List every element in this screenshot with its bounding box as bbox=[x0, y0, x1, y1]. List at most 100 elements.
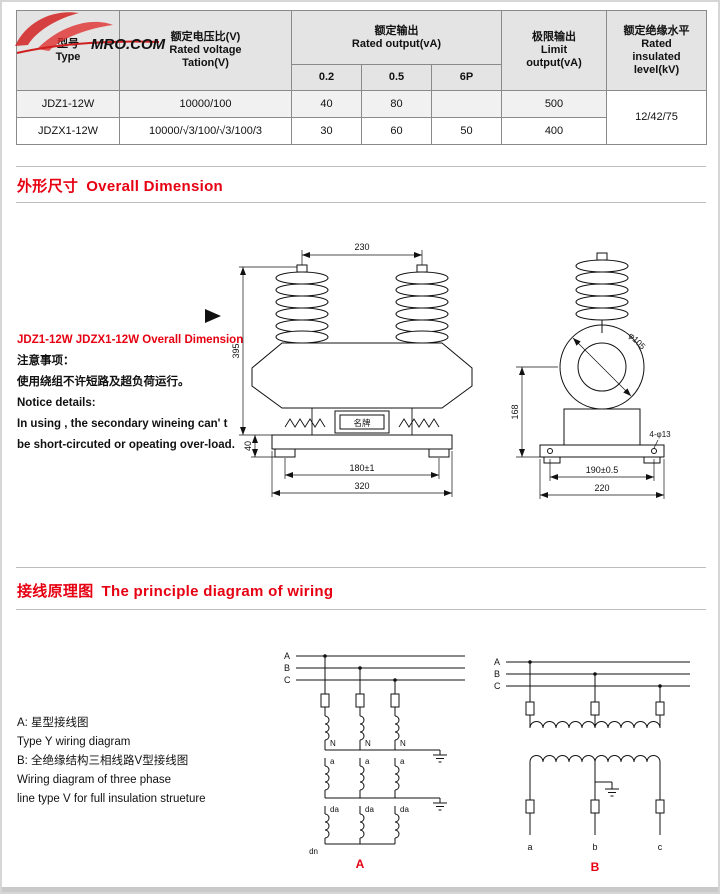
divider-line bbox=[16, 166, 706, 167]
diagram-b-caption: B bbox=[591, 860, 600, 874]
th-voltage-cn: 额定电压比(V) bbox=[170, 31, 241, 43]
side-view-drawing: φ105 4-φ13 168 190±0.5 bbox=[510, 252, 671, 499]
logo-brush-stroke-1 bbox=[15, 12, 79, 46]
front-dim-180: 180±1 bbox=[350, 463, 375, 473]
front-nameplate bbox=[334, 410, 390, 434]
cell-out05-0: 80 bbox=[361, 90, 432, 118]
dimension-note-cn-title: 注意事项： bbox=[17, 355, 75, 367]
table-row-jdz1: JDZ1-12W 10000/100 40 80 500 12/42/75 bbox=[16, 90, 707, 145]
diagram-b-terminal-a: a bbox=[527, 842, 532, 852]
cell-out6p-0 bbox=[431, 90, 502, 118]
header-row-1: 型号 Type 额定电压比(V) Rated voltage Tation(V)… bbox=[16, 10, 707, 91]
side-dim-diameter: φ105 bbox=[627, 330, 648, 351]
front-base bbox=[271, 434, 453, 458]
brand-logo-text: MRO.COM bbox=[91, 36, 166, 53]
diagram-a-circuit bbox=[296, 655, 465, 845]
th-output-en: Rated output(vA) bbox=[351, 37, 442, 50]
diagram-a-da3: da bbox=[400, 805, 409, 814]
th-voltage-en1: Rated voltage bbox=[169, 44, 242, 56]
side-dim-168: 168 bbox=[510, 404, 520, 419]
side-holes-leader bbox=[653, 439, 659, 449]
diagram-a-da2: da bbox=[365, 805, 374, 814]
page-bottom-edge bbox=[2, 887, 718, 892]
side-dim-190: 190±0.5 bbox=[586, 465, 618, 475]
th-class-6p: 6P bbox=[431, 64, 502, 91]
diagram-a-phase-c: C bbox=[284, 675, 291, 685]
side-dim-width-lines bbox=[539, 459, 665, 499]
diagram-b-phase-b: B bbox=[494, 669, 500, 679]
diagram-a-a1: a bbox=[330, 757, 335, 766]
front-bushing-right-icon bbox=[395, 264, 449, 344]
wiring-note-line5: line type V for full insulation struetur… bbox=[17, 793, 206, 805]
diagram-b-terminal-c: c bbox=[658, 842, 663, 852]
section-title-dimension-en: Overall Dimension bbox=[86, 178, 224, 195]
cell-insulation-level: 12/42/75 bbox=[606, 90, 707, 145]
section-title-dimension: 外形尺寸 Overall Dimension bbox=[17, 175, 223, 196]
front-dim-base-lines bbox=[251, 435, 275, 458]
side-dim-220: 220 bbox=[594, 483, 609, 493]
th-type-en: Type bbox=[55, 50, 81, 63]
wiring-note-line3: B: 全绝缘结构三相线路V型接线图 bbox=[17, 755, 189, 767]
front-dim-40: 40 bbox=[243, 441, 253, 451]
table-row-jdzx1: JDZX1-12W 10000/√3/100/√3/100/3 30 60 50… bbox=[16, 117, 707, 145]
side-dim-holes: 4-φ13 bbox=[649, 430, 671, 439]
wiring-note-line4: Wiring diagram of three phase bbox=[17, 774, 172, 786]
dimension-note-en-title: Notice details: bbox=[17, 397, 96, 409]
front-dim-230: 230 bbox=[354, 242, 369, 252]
diagram-a-phase-b: B bbox=[284, 663, 290, 673]
th-voltage: 额定电压比(V) Rated voltage Tation(V) bbox=[119, 10, 292, 91]
front-dim-320: 320 bbox=[354, 481, 369, 491]
th-limit-en1: Limit bbox=[540, 44, 568, 56]
diagram-a-da1: da bbox=[330, 805, 339, 814]
dimension-note-en-line1: In using , the secondary wineing can' t bbox=[17, 418, 228, 430]
side-bushing-icon bbox=[575, 252, 629, 333]
front-bushing-left-icon bbox=[275, 264, 329, 344]
th-output-cn: 额定输出 bbox=[374, 24, 419, 37]
side-dim-height-lines bbox=[516, 366, 558, 458]
divider-line bbox=[16, 567, 706, 568]
logo-underline bbox=[16, 40, 160, 54]
side-dim-bolt-lines bbox=[549, 459, 655, 481]
th-insulation-en1: Rated bbox=[641, 37, 672, 50]
section-title-dimension-cn: 外形尺寸 bbox=[17, 178, 79, 195]
front-corrugation bbox=[284, 408, 440, 435]
section-title-wiring-en: The principle diagram of wiring bbox=[101, 583, 334, 600]
diagram-a-dn: dn bbox=[309, 847, 318, 856]
front-dim-width-lines bbox=[271, 451, 453, 497]
cell-out05-1: 60 bbox=[361, 117, 432, 145]
wiring-note-line1: A: 星型接线图 bbox=[17, 717, 89, 729]
spec-table: 型号 Type 额定电压比(V) Rated voltage Tation(V)… bbox=[16, 10, 707, 145]
dimension-note: JDZ1-12W JDZX1-12W Overall Dimension 注意事… bbox=[17, 330, 243, 456]
th-insulation: 额定绝缘水平 Rated insulated level(kV) bbox=[606, 10, 707, 91]
front-dim-top-lines bbox=[301, 250, 423, 267]
brand-logo: MRO.COM bbox=[15, 12, 166, 54]
diagram-a-a3: a bbox=[400, 757, 405, 766]
cell-out02-1: 30 bbox=[291, 117, 362, 145]
cell-out02-0: 40 bbox=[291, 90, 362, 118]
cell-voltage-1: 10000/√3/100/√3/100/3 bbox=[119, 117, 292, 145]
wiring-note: A: 星型接线图 Type Y wiring diagram B: 全绝缘结构三… bbox=[17, 714, 206, 809]
side-base bbox=[539, 408, 665, 464]
th-limit-cn: 极限输出 bbox=[532, 31, 576, 43]
diagram-b-phase-a: A bbox=[494, 657, 500, 667]
header-row-2: 0.2 0.5 6P bbox=[17, 64, 707, 91]
th-insulation-en3: level(kV) bbox=[633, 63, 680, 76]
cell-limit-0: 500 bbox=[501, 90, 607, 118]
front-nameplate-label: 名牌 bbox=[353, 418, 371, 428]
diagram-a-n3: N bbox=[400, 739, 406, 748]
logo-brush-stroke-2 bbox=[37, 21, 113, 51]
th-insulation-en2: insulated bbox=[632, 50, 681, 63]
wiring-diagram-a: A B C bbox=[284, 651, 465, 871]
divider-line bbox=[16, 202, 706, 203]
cell-type-0: JDZ1-12W bbox=[16, 90, 120, 118]
wiring-note-line2: Type Y wiring diagram bbox=[17, 736, 131, 748]
wiring-diagram-b: A B C bbox=[494, 657, 690, 874]
diagram-a-junctions bbox=[323, 654, 397, 682]
th-limit-en2: output(vA) bbox=[526, 57, 582, 69]
diagram-a-a2: a bbox=[365, 757, 370, 766]
cell-limit-1: 400 bbox=[501, 117, 607, 145]
front-view-drawing: 230 bbox=[231, 242, 473, 497]
diagram-a-n2: N bbox=[365, 739, 371, 748]
section-title-wiring-cn: 接线原理图 bbox=[17, 583, 94, 600]
